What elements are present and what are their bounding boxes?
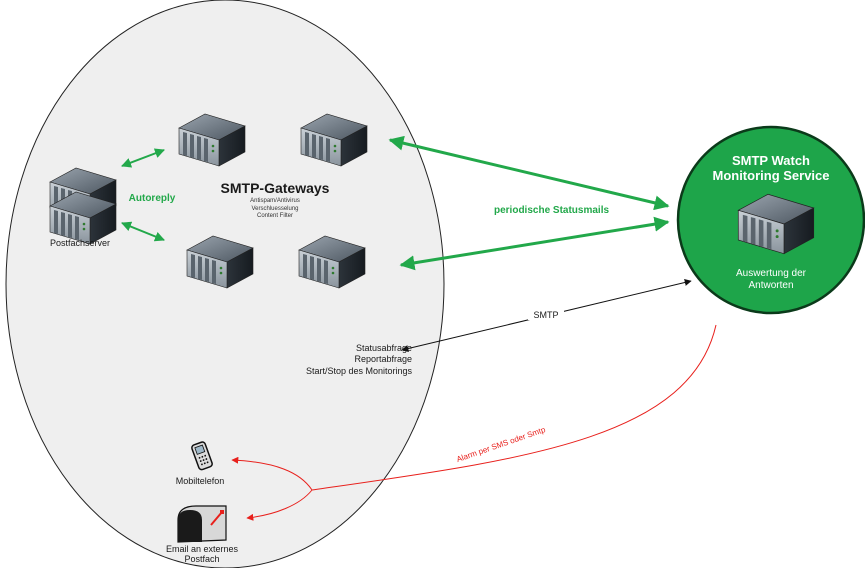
- postfachserver-label: Postfachserver: [49, 238, 111, 248]
- alarm-curve: [311, 324, 717, 491]
- query-report: Reportabfrage: [354, 354, 412, 365]
- mailbox-icon: [177, 505, 227, 543]
- queries-label: Statusabfrage Reportabfrage Start/Stop d…: [296, 343, 412, 377]
- feature-encryption: Verschluesselung: [251, 205, 299, 212]
- service-title-line2: Monitoring Service: [712, 167, 830, 183]
- autoreply-arrow-lower: [121, 221, 165, 242]
- mobile-phone-icon: [191, 441, 213, 471]
- query-start-stop: Start/Stop des Monitorings: [305, 365, 412, 376]
- autoreply-arrow-upper: [121, 148, 165, 168]
- mailbox-label-line2: Postfach: [184, 554, 220, 565]
- smtp-label: SMTP: [528, 310, 564, 321]
- service-title: SMTP Watch Monitoring Service: [696, 153, 846, 184]
- autoreply-label: Autoreply: [128, 193, 176, 204]
- feature-antispam: Antispam/Antivirus: [250, 198, 300, 204]
- gateways-title: SMTP-Gateways: [220, 180, 330, 196]
- feature-content-filter: Content Filter: [256, 213, 293, 219]
- service-title-line1: SMTP Watch: [731, 153, 810, 168]
- gateways-features: Antispam/Antivirus Verschluesselung Cont…: [215, 198, 335, 221]
- service-caption-line2: Antworten: [748, 279, 794, 291]
- service-caption: Auswertung der Antworten: [711, 268, 831, 291]
- query-status: Statusabfrage: [355, 343, 412, 353]
- statusmail-arrow-upper: [388, 135, 670, 211]
- mailbox-label: Email an externes Postfach: [150, 544, 254, 565]
- mailbox-label-line1: Email an externes: [165, 544, 239, 554]
- statusmails-label: periodische Statusmails: [494, 205, 610, 216]
- alarm-arrow-mobile: [231, 456, 313, 491]
- service-caption-line1: Auswertung der: [735, 268, 807, 279]
- statusmail-arrow-lower: [399, 216, 670, 271]
- alarm-arrow-mailbox: [246, 489, 313, 521]
- mobile-label: Mobiltelefon: [175, 476, 225, 486]
